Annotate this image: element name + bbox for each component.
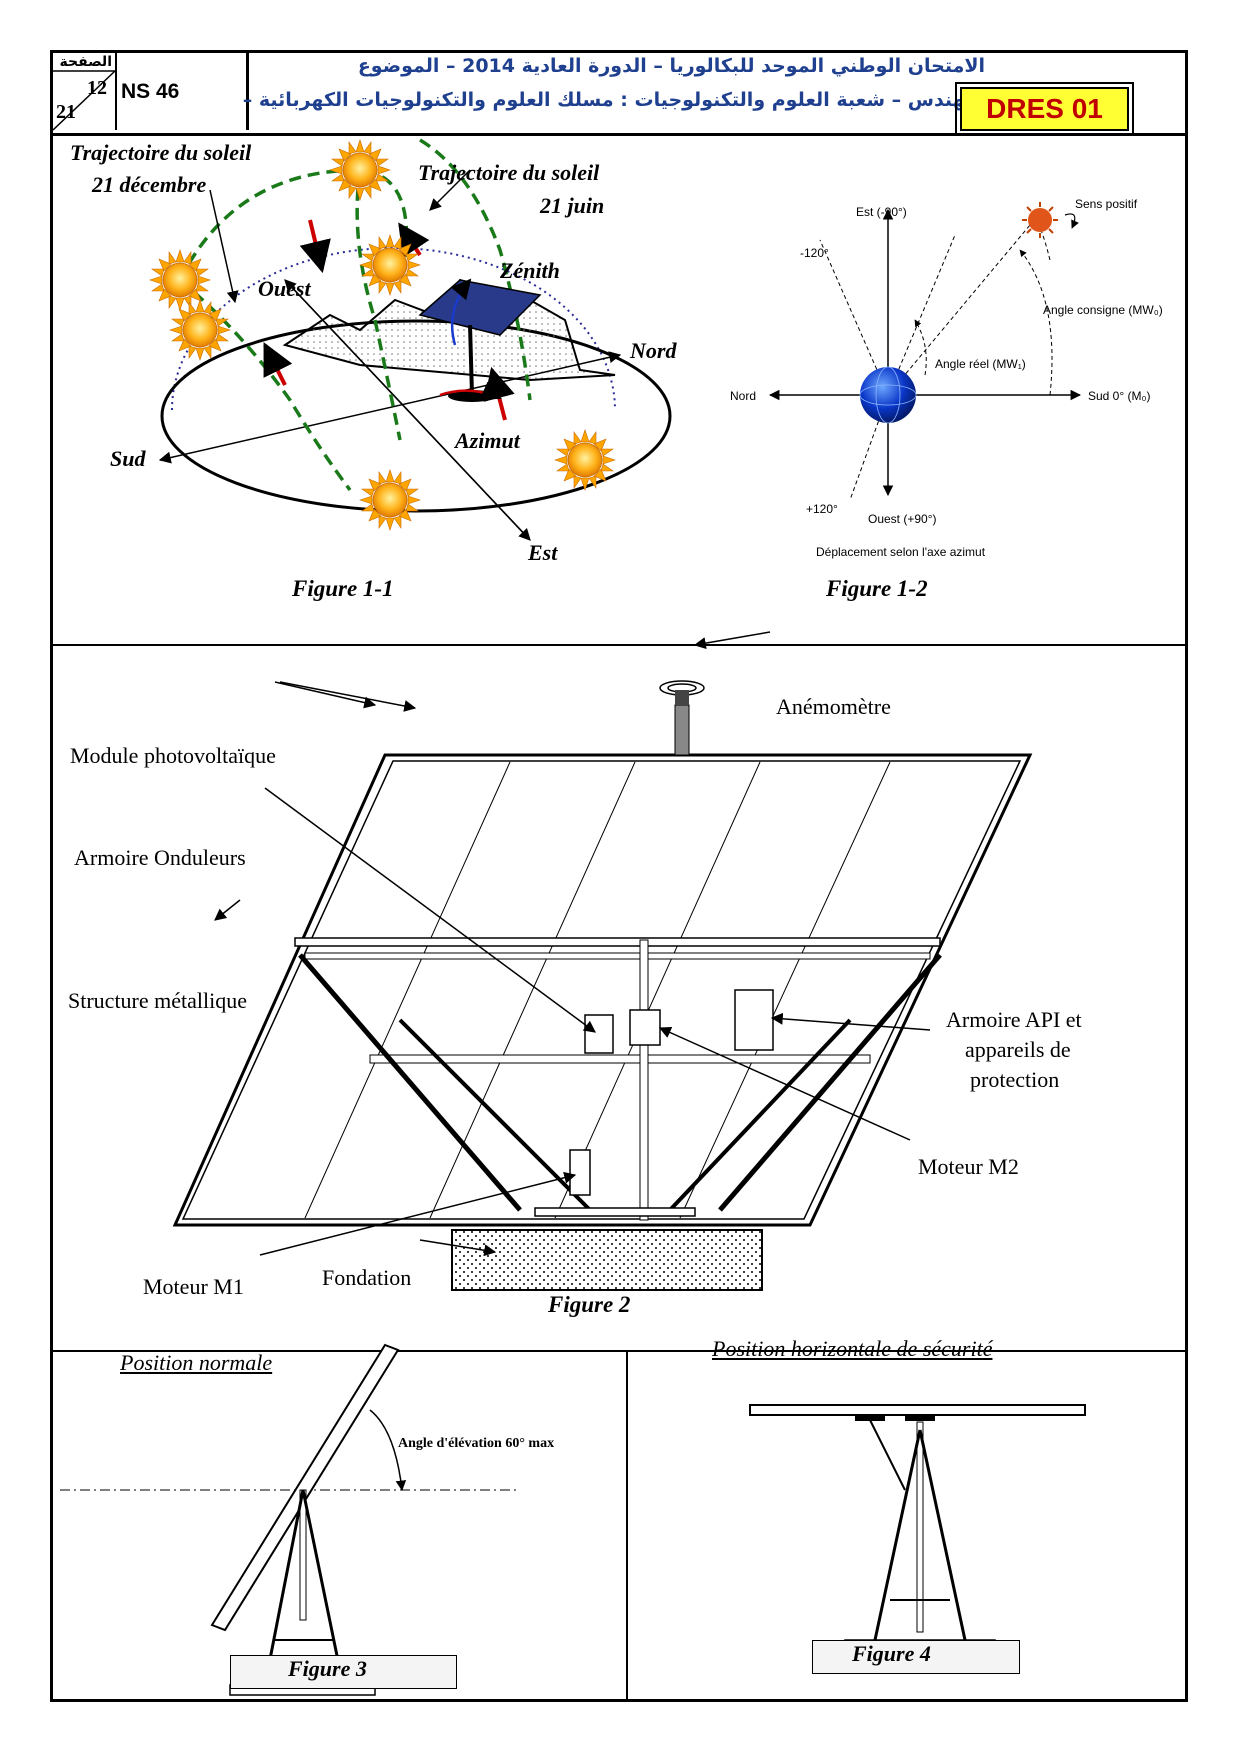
fig11-traj-dec-line1: Trajectoire du soleil <box>70 140 252 165</box>
dres-badge: DRES 01 <box>955 82 1134 136</box>
figure-3-diagram <box>60 1343 520 1696</box>
divider-vertical <box>626 1350 628 1702</box>
fig2-caption: Figure 2 <box>548 1292 631 1317</box>
exam-code: NS 46 <box>115 53 249 130</box>
page-label: الصفحة <box>59 54 112 70</box>
fig12-nord: Nord <box>730 389 757 403</box>
fig12-angle-consigne: Angle consigne (MW₀) <box>1043 303 1163 317</box>
fig12-est: Est (-90°) <box>856 205 907 219</box>
fig11-nord: Nord <box>630 338 677 363</box>
fig12-sens-positif: Sens positif <box>1075 197 1138 211</box>
fig11-zenith: Zénith <box>500 258 560 283</box>
header-line-2: – مادة: علوم المهندس – شعبة العلوم والتك… <box>242 89 1115 111</box>
fig2-moteur-m1: Moteur M1 <box>143 1274 244 1299</box>
divider-1 <box>53 644 1185 646</box>
fig11-azimut: Azimut <box>455 428 520 453</box>
page-total: 21 <box>56 101 76 123</box>
fig12-ouest: Ouest (+90°) <box>868 512 937 526</box>
fig2-module: Module photovoltaïque <box>70 743 276 768</box>
page-cell-diagonal <box>52 70 116 131</box>
fig4-caption: Figure 4 <box>852 1641 931 1666</box>
fig4-base <box>812 1640 1020 1674</box>
fig11-est: Est <box>528 540 558 565</box>
fig11-ouest: Ouest <box>258 276 311 301</box>
page-number-cell: الصفحة 12 21 <box>52 53 117 131</box>
fig12-angle-reel: Angle réel (MW₁) <box>935 357 1026 371</box>
figure-1-1-diagram <box>149 138 672 541</box>
fig3-caption: Figure 3 <box>288 1656 367 1681</box>
fig12-minus120: -120° <box>800 246 829 260</box>
fig2-fondation: Fondation <box>322 1265 412 1290</box>
figure-4-diagram <box>749 1404 1086 1651</box>
fig2-armoire-api-2: appareils de <box>965 1037 1071 1062</box>
fig11-traj-dec-line2: 21 décembre <box>92 172 207 197</box>
header-line-1: الامتحان الوطني الموحد للبكالوريا – الدو… <box>357 55 985 77</box>
fig3-base <box>230 1655 457 1689</box>
fig2-structure: Structure métallique <box>68 988 247 1013</box>
fig12-plus120: +120° <box>806 502 838 516</box>
fig12-caption: Figure 1-2 <box>826 576 928 601</box>
header: الصفحة 12 21 NS 46 الامتحان الوطني الموح… <box>52 53 1185 136</box>
fig2-armoire-onduleurs: Armoire Onduleurs <box>74 845 246 870</box>
fig11-sud: Sud <box>110 446 146 471</box>
fig12-sud: Sud 0° (M₀) <box>1088 389 1151 403</box>
fig3-angle-label: Angle d'élévation 60° max <box>398 1436 555 1451</box>
fig12-deplacement: Déplacement selon l'axe azimut <box>816 545 986 559</box>
divider-2 <box>53 1350 1185 1352</box>
fig11-traj-jun-line1: Trajectoire du soleil <box>418 160 600 185</box>
fig11-traj-jun-line2: 21 juin <box>540 193 605 218</box>
fig2-armoire-api-1: Armoire API et <box>946 1007 1082 1032</box>
figure-1-2-diagram <box>768 202 1082 501</box>
fig2-moteur-m2: Moteur M2 <box>918 1154 1019 1179</box>
figure-2-diagram <box>172 631 1033 1291</box>
fig2-armoire-api-3: protection <box>970 1067 1060 1092</box>
fig3-title: Position normale <box>120 1350 273 1375</box>
fig11-caption: Figure 1-1 <box>292 576 394 601</box>
fig2-anemometre: Anémomètre <box>776 694 891 719</box>
fig4-title: Position horizontale de sécurité <box>712 1336 993 1361</box>
page-frame: الصفحة 12 21 NS 46 الامتحان الوطني الموح… <box>50 50 1188 1702</box>
page-number: 12 <box>87 77 107 99</box>
